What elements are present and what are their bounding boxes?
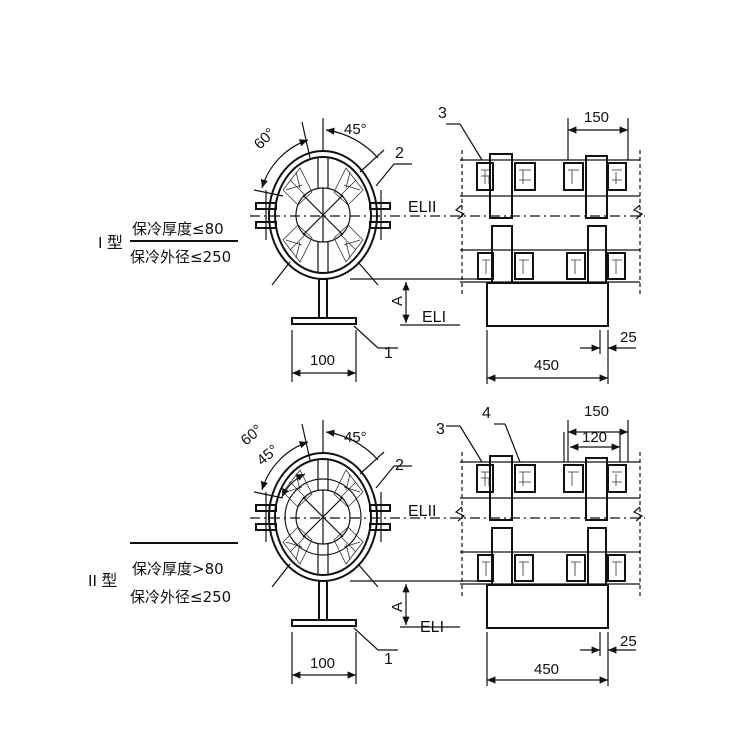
elevation-upper: ELII xyxy=(408,503,436,520)
dim-a: A xyxy=(389,296,406,306)
dim-base: 100 xyxy=(310,655,335,672)
type-two-condition-top: 保冷厚度>80 xyxy=(132,560,224,578)
part-2-label: 2 xyxy=(395,457,404,474)
type-one-condition-top: 保冷厚度≤80 xyxy=(132,220,224,238)
dim-base: 100 xyxy=(310,352,335,369)
type-two-condition-bottom: 保冷外径≤250 xyxy=(130,588,231,606)
part-3-label: 3 xyxy=(436,421,445,438)
dim-offset: 25 xyxy=(620,633,637,650)
type-two-label: II 型 xyxy=(88,572,117,590)
angle-60: 60° xyxy=(251,125,279,153)
dim-block: 450 xyxy=(534,661,559,678)
elevation-lower: ELI xyxy=(422,309,446,326)
dim-a: A xyxy=(389,602,406,612)
dim-inner-spacing: 120 xyxy=(582,429,607,446)
type-one-condition-bottom: 保冷外径≤250 xyxy=(130,248,231,266)
angle-45-inner: 45° xyxy=(254,441,282,469)
type-two-figure: II 型 保冷厚度>80 保冷外径≤250 60° 45° 45° 2 1 3 … xyxy=(88,403,645,686)
angle-45: 45° xyxy=(344,121,367,138)
part-4-label: 4 xyxy=(482,405,491,422)
part-1-label: 1 xyxy=(384,651,393,668)
angle-60: 60° xyxy=(238,421,266,449)
part-1-label: 1 xyxy=(384,345,393,362)
part-3-label: 3 xyxy=(438,105,447,122)
dim-offset: 25 xyxy=(620,329,637,346)
dim-spacing: 150 xyxy=(584,109,609,126)
type-one-label: I 型 xyxy=(98,234,123,252)
dim-block: 450 xyxy=(534,357,559,374)
elevation-lower: ELI xyxy=(420,619,444,636)
dim-spacing: 150 xyxy=(584,403,609,420)
type-one-figure: I 型 保冷厚度≤80 保冷外径≤250 60° 45° 2 1 3 ELII … xyxy=(98,105,645,384)
part-2-label: 2 xyxy=(395,145,404,162)
elevation-upper: ELII xyxy=(408,199,436,216)
angle-45: 45° xyxy=(344,429,367,446)
